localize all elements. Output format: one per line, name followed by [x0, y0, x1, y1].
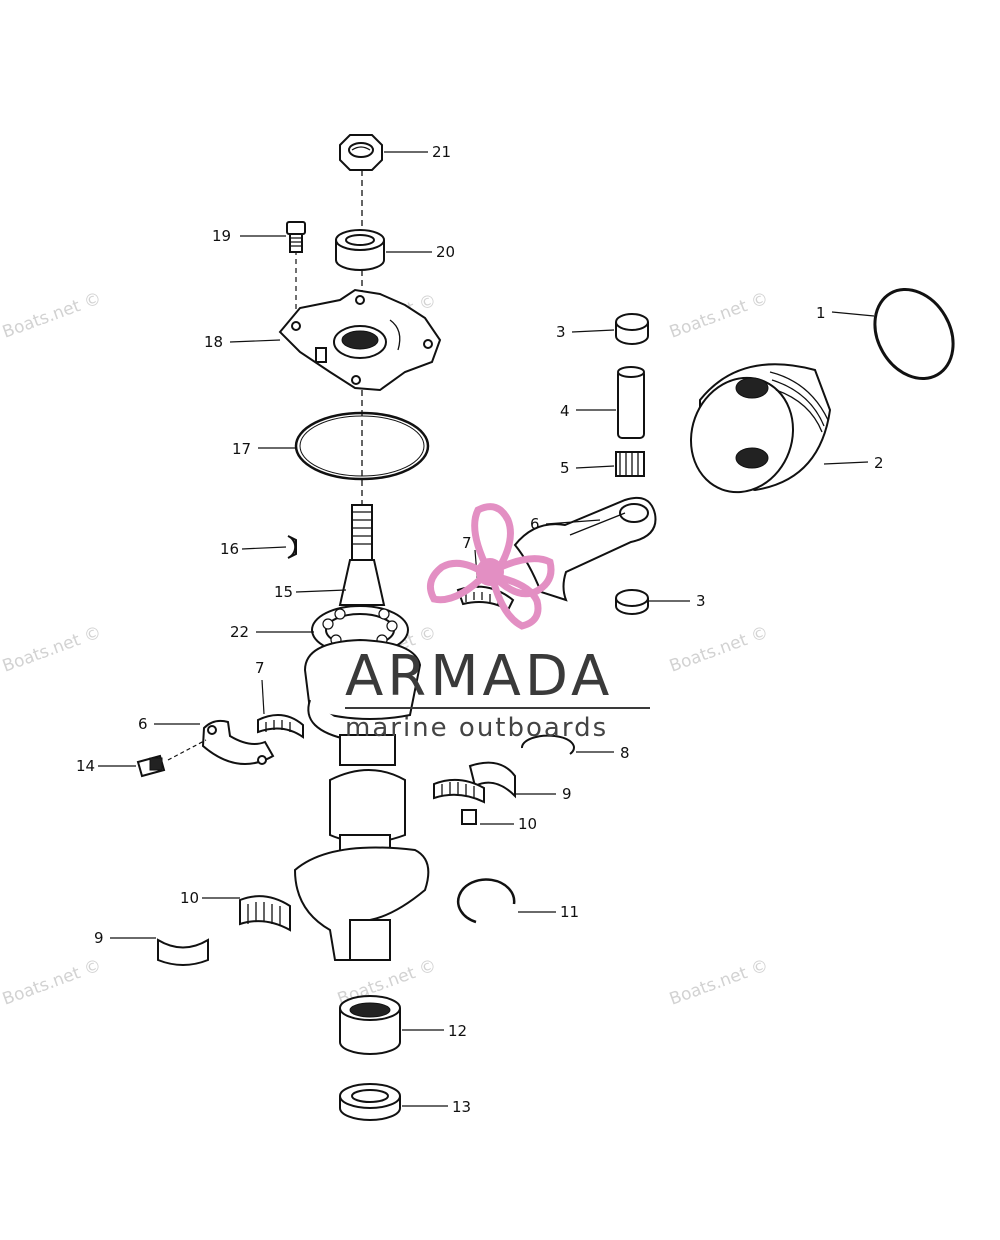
callout-4: 4 — [560, 402, 570, 420]
callout-9-upper: 9 — [562, 785, 572, 803]
top-seal-part — [335, 229, 385, 271]
o-ring-inner — [299, 415, 425, 477]
leader-lines — [98, 151, 875, 1107]
bottom-seal-part — [339, 1083, 401, 1121]
callout-18: 18 — [204, 333, 223, 351]
brand-tagline: marine outboards — [345, 713, 608, 743]
rod-screw-part — [136, 754, 166, 778]
callout-3-lower: 3 — [696, 592, 706, 610]
brand-logo: ARMADA marine outboards — [345, 503, 650, 743]
piston-ring-part — [873, 287, 955, 381]
callout-6-lower: 6 — [138, 715, 148, 733]
crankshaft-part — [293, 504, 430, 961]
callout-labels: 21 20 19 18 17 16 15 22 1 2 3 4 5 6 3 7 … — [76, 143, 884, 1116]
callout-3-upper: 3 — [556, 323, 566, 341]
roller-bearing-lower-part — [239, 895, 291, 932]
callout-21: 21 — [432, 143, 451, 161]
rod-cap-part — [201, 719, 275, 765]
rod-bearing-lower-part — [257, 714, 304, 739]
watermark: Boats.net © — [0, 955, 104, 1009]
roller-bearing-upper-part — [433, 778, 485, 825]
bearing-race-upper-part — [468, 761, 516, 799]
callout-14: 14 — [76, 757, 95, 775]
bottom-bearing-part — [339, 995, 401, 1055]
retaining-ring-part — [520, 734, 575, 755]
flywheel-nut-part — [339, 134, 383, 171]
cap-screw-part — [286, 221, 306, 253]
callout-10-lower: 10 — [180, 889, 199, 907]
bearing-cap-lower-part — [615, 589, 649, 615]
watermark: Boats.net © — [667, 955, 771, 1009]
watermark: Boats.net © — [667, 622, 771, 676]
retaining-ring-lower-part — [456, 878, 516, 924]
callout-17: 17 — [232, 440, 251, 458]
propeller-icon — [426, 503, 555, 630]
callout-10-upper: 10 — [518, 815, 537, 833]
callout-2: 2 — [874, 454, 884, 472]
watermark: Boats.net © — [667, 288, 771, 342]
callout-7-upper: 7 — [462, 534, 472, 552]
piston-part — [689, 363, 832, 494]
callout-11: 11 — [560, 903, 579, 921]
callout-5: 5 — [560, 459, 570, 477]
callout-1: 1 — [816, 304, 826, 322]
callout-6-upper: 6 — [530, 515, 540, 533]
o-ring-part — [294, 411, 430, 481]
callout-16: 16 — [220, 540, 239, 558]
callout-15: 15 — [274, 583, 293, 601]
watermark: Boats.net © — [0, 622, 104, 676]
connecting-rod-part — [513, 496, 657, 602]
callout-20: 20 — [436, 243, 455, 261]
callout-19: 19 — [212, 227, 231, 245]
callout-22: 22 — [230, 623, 249, 641]
callout-13: 13 — [452, 1098, 471, 1116]
bearing-race-lower-part — [157, 938, 209, 966]
woodruff-key-part — [287, 535, 297, 559]
callout-7-lower: 7 — [255, 659, 265, 677]
piston-pin-part — [617, 366, 645, 439]
needle-bearing-part — [615, 451, 645, 477]
callout-8: 8 — [620, 744, 630, 762]
bearing-cap-upper-part — [615, 313, 649, 345]
brand-name: ARMADA — [345, 644, 613, 709]
callout-9-lower: 9 — [94, 929, 104, 947]
propeller-hub — [476, 558, 504, 586]
upper-end-cap-part — [278, 288, 442, 392]
callout-12: 12 — [448, 1022, 467, 1040]
watermark: Boats.net © — [0, 288, 104, 342]
